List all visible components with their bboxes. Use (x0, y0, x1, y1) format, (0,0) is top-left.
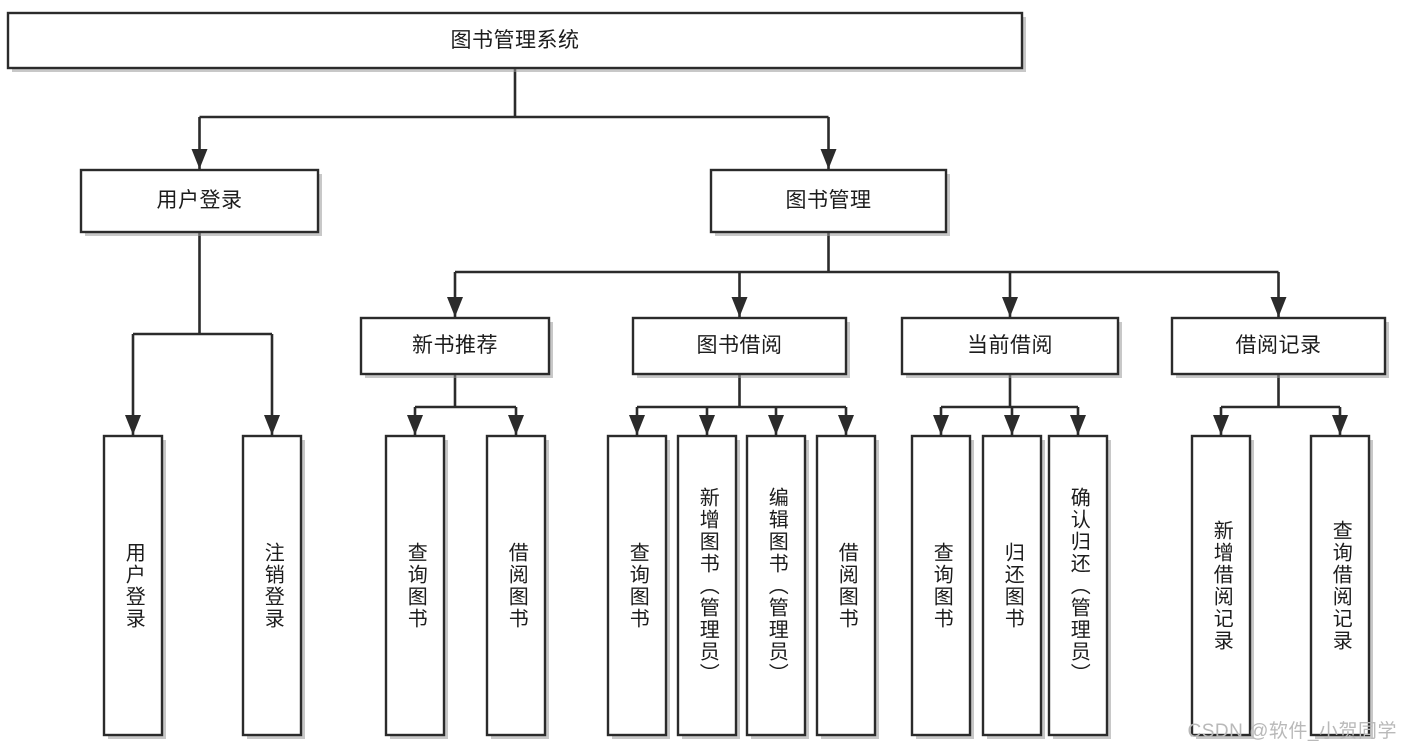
arrow-head-icon (1213, 415, 1229, 435)
arrow-head-icon (1332, 415, 1348, 435)
node-box-leaf-add-book-admin[interactable] (676, 434, 738, 737)
node-box-leaf-add-borrow-record[interactable] (1190, 434, 1252, 737)
arrow-head-icon (407, 415, 423, 435)
node-box-leaf-borrow-book-recommend[interactable] (485, 434, 547, 737)
arrow-head-icon (1002, 297, 1018, 317)
connectors-layer (125, 68, 1348, 435)
arrow-head-icon (699, 415, 715, 435)
arrow-head-icon (191, 149, 208, 169)
arrow-head-icon (1070, 415, 1086, 435)
node-box-leaf-query-book-recommend[interactable] (384, 434, 446, 737)
node-box-book-borrow[interactable] (631, 316, 848, 376)
arrow-head-icon (838, 415, 854, 435)
arrow-head-icon (768, 415, 784, 435)
node-box-leaf-query-borrow-record[interactable] (1309, 434, 1371, 737)
node-box-new-book-recommend[interactable] (359, 316, 551, 376)
node-box-borrow-records[interactable] (1170, 316, 1387, 376)
arrow-head-icon (1004, 415, 1020, 435)
node-box-leaf-confirm-return-admin[interactable] (1047, 434, 1109, 737)
node-box-root[interactable] (6, 11, 1024, 70)
watermark-text: CSDN @软件_小贺同学 (1187, 721, 1397, 742)
node-box-leaf-borrow-book[interactable] (815, 434, 877, 737)
arrow-head-icon (731, 297, 748, 317)
arrow-head-icon (933, 415, 949, 435)
arrow-head-icon (125, 415, 141, 435)
node-box-leaf-query-book-current[interactable] (910, 434, 972, 737)
arrow-head-icon (447, 297, 463, 317)
arrow-head-icon (1270, 297, 1287, 317)
arrow-head-icon (264, 415, 280, 435)
arrow-head-icon (629, 415, 645, 435)
arrow-head-icon (820, 149, 837, 169)
boxes-layer (6, 11, 1389, 739)
node-box-current-borrow[interactable] (900, 316, 1120, 376)
node-box-book-management[interactable] (709, 168, 948, 234)
node-box-user-login[interactable] (79, 168, 320, 234)
node-box-leaf-query-book-borrow[interactable] (606, 434, 668, 737)
arrow-head-icon (508, 415, 524, 435)
node-box-leaf-return-book[interactable] (981, 434, 1043, 737)
node-box-leaf-user-login[interactable] (102, 434, 164, 737)
node-box-leaf-edit-book-admin[interactable] (745, 434, 807, 737)
node-box-leaf-logout[interactable] (241, 434, 303, 737)
